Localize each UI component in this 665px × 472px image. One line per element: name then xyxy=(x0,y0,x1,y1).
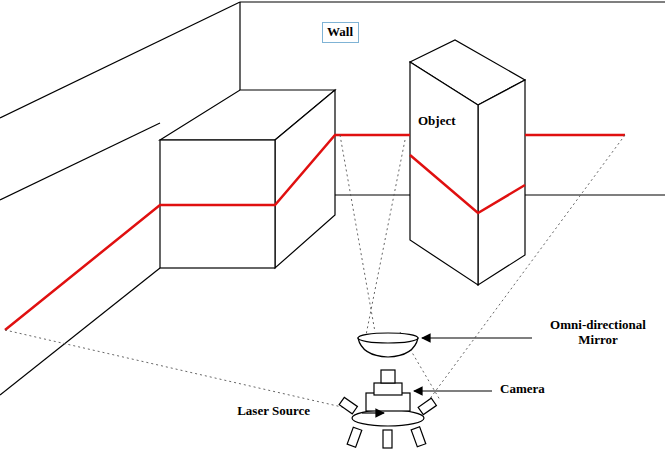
part-label: Camera xyxy=(500,382,545,397)
part-label: Omni-directional Mirror xyxy=(534,318,662,348)
node-text: Wall xyxy=(327,25,354,40)
wall-tag: Wall xyxy=(322,22,359,43)
object-label: Object xyxy=(418,114,456,129)
part-label: Laser Source xyxy=(237,404,310,419)
